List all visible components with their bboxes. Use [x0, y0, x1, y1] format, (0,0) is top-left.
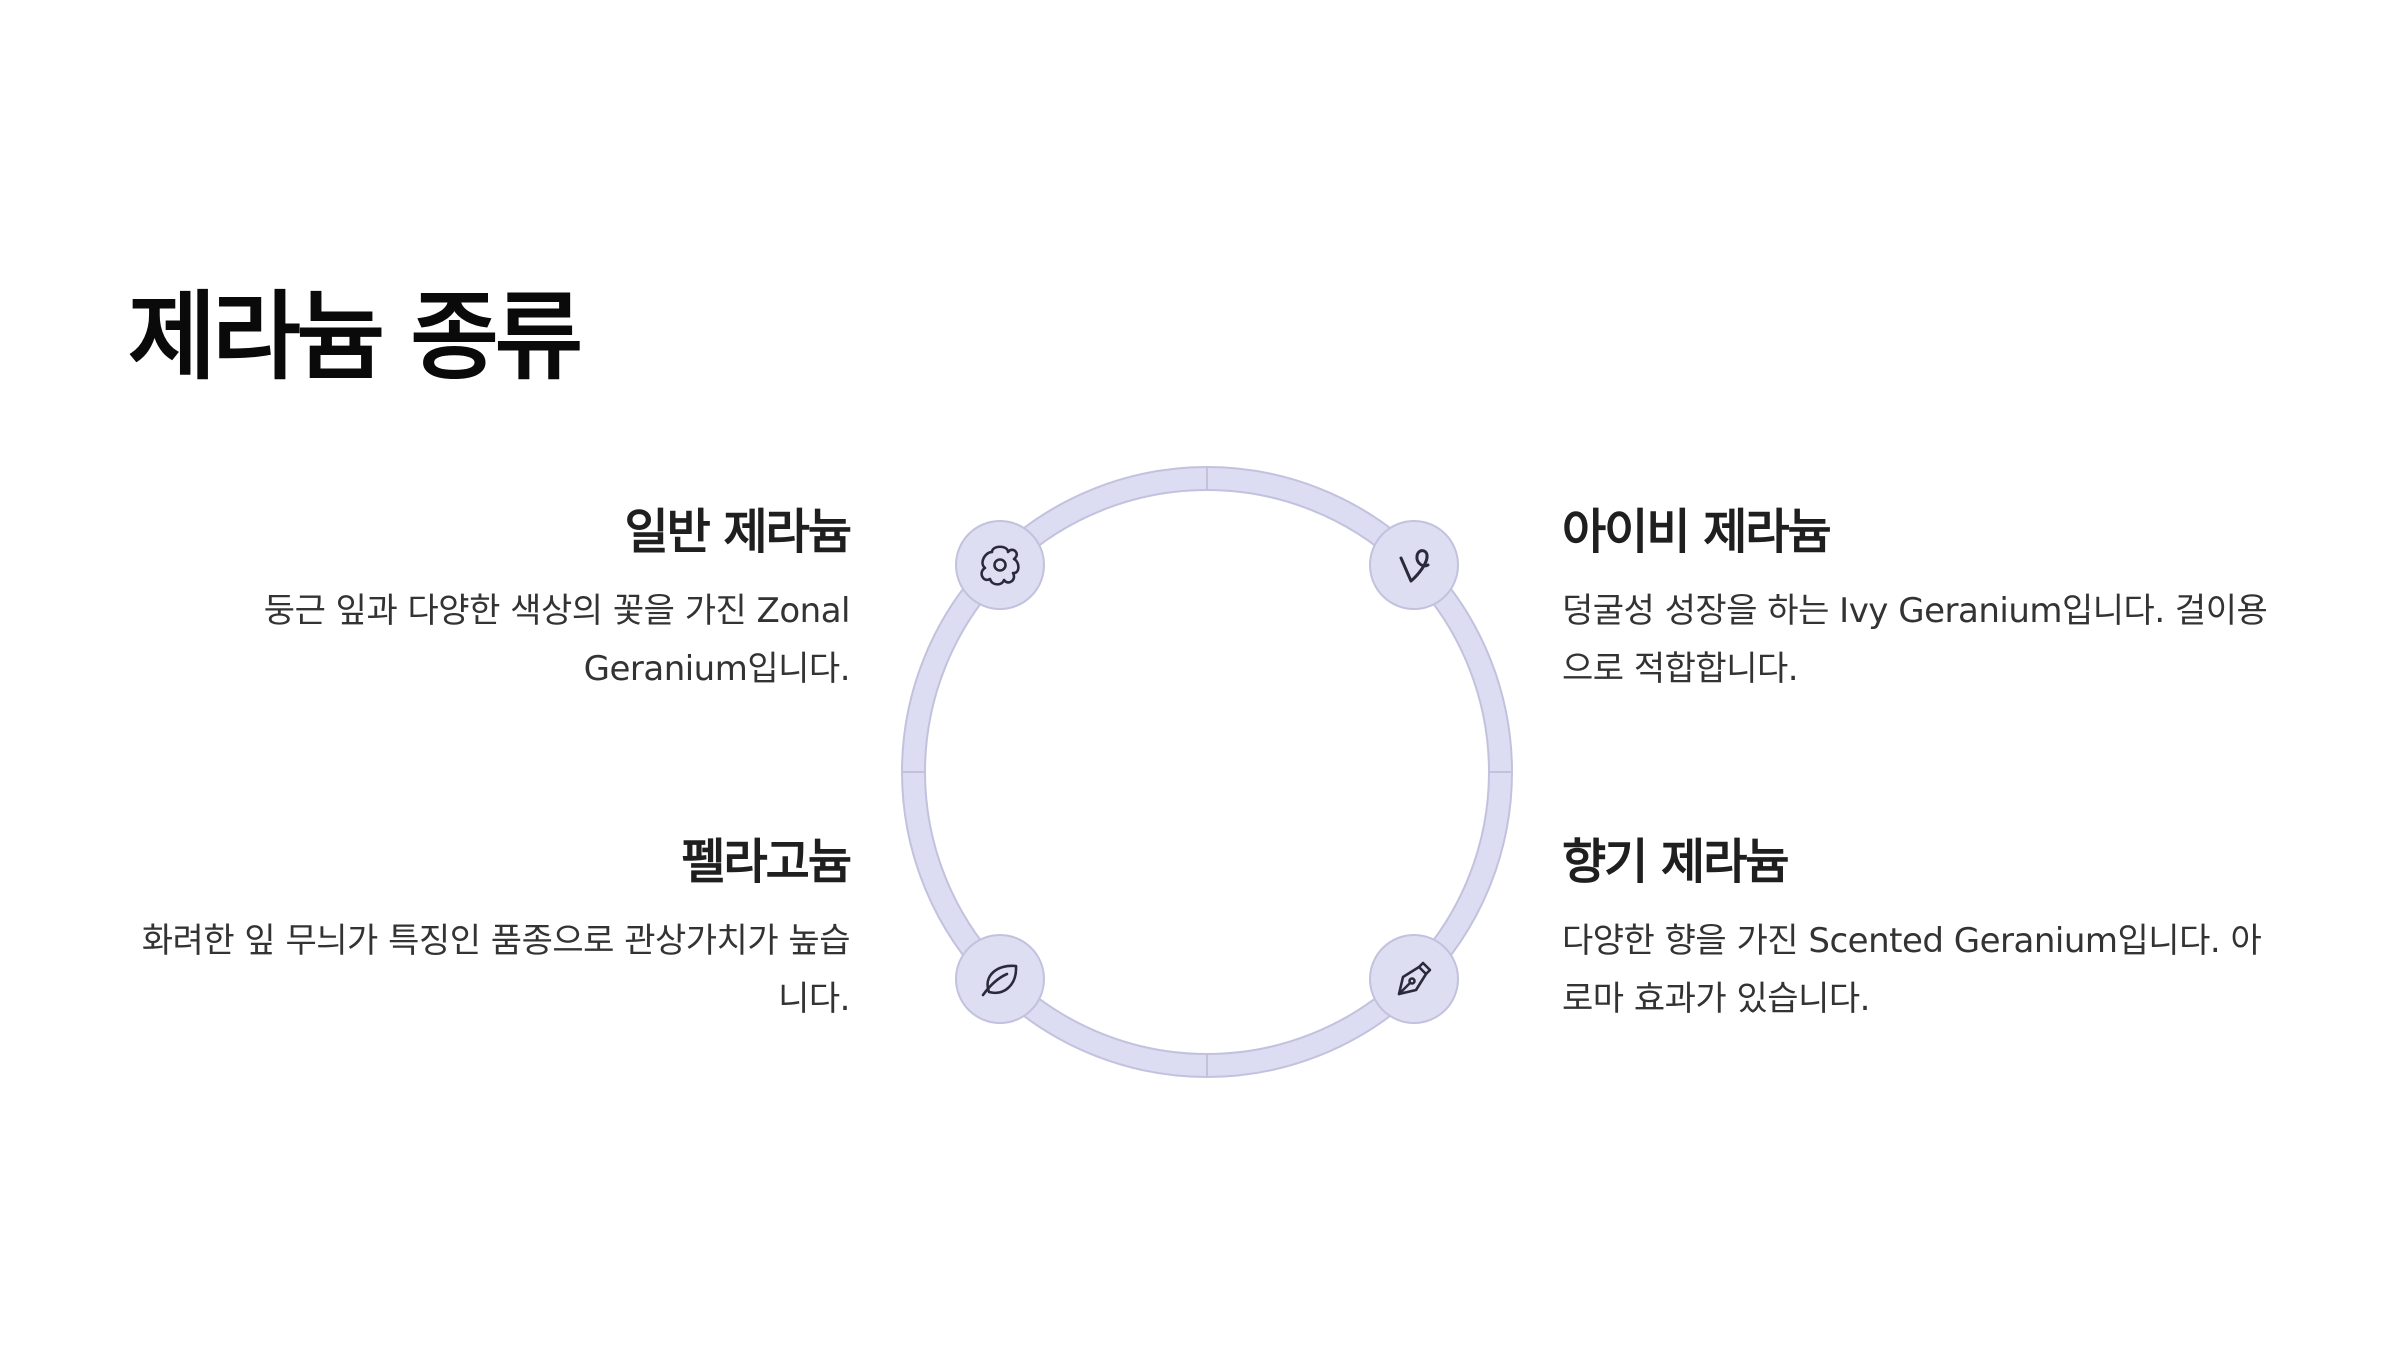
- leaf-icon: [955, 934, 1045, 1024]
- geranium-type-ivy: 아이비 제라늄 덩굴성 성장을 하는 Ivy Geranium입니다. 걸이용으…: [1562, 500, 2282, 698]
- item-title: 아이비 제라늄: [1562, 504, 1832, 560]
- item-description: 둥근 잎과 다양한 색상의 꽃을 가진 Zonal Geranium입니다.: [263, 591, 851, 689]
- geranium-type-scented: 향기 제라늄 다양한 향을 가진 Scented Geranium입니다. 아로…: [1562, 830, 2282, 1028]
- cycle-diagram: [901, 466, 1513, 1078]
- flower-icon: [955, 520, 1045, 610]
- geranium-type-zonal: 일반 제라늄 둥근 잎과 다양한 색상의 꽃을 가진 Zonal Geraniu…: [128, 500, 852, 698]
- item-title: 향기 제라늄: [1562, 834, 1790, 890]
- page-title: 제라늄 종류: [128, 281, 583, 393]
- vine-icon: [1369, 520, 1459, 610]
- item-description: 다양한 향을 가진 Scented Geranium입니다. 아로마 효과가 있…: [1562, 921, 2262, 1019]
- geranium-type-pelargonium: 펠라고늄 화려한 잎 무늬가 특징인 품종으로 관상가치가 높습니다.: [128, 830, 852, 1028]
- item-title: 일반 제라늄: [624, 504, 852, 560]
- pen-icon: [1369, 934, 1459, 1024]
- item-description: 덩굴성 성장을 하는 Ivy Geranium입니다. 걸이용으로 적합합니다.: [1562, 591, 2268, 689]
- cycle-ring: [901, 466, 1513, 1078]
- item-description: 화려한 잎 무늬가 특징인 품종으로 관상가치가 높습니다.: [141, 921, 851, 1019]
- item-title: 펠라고늄: [681, 834, 852, 890]
